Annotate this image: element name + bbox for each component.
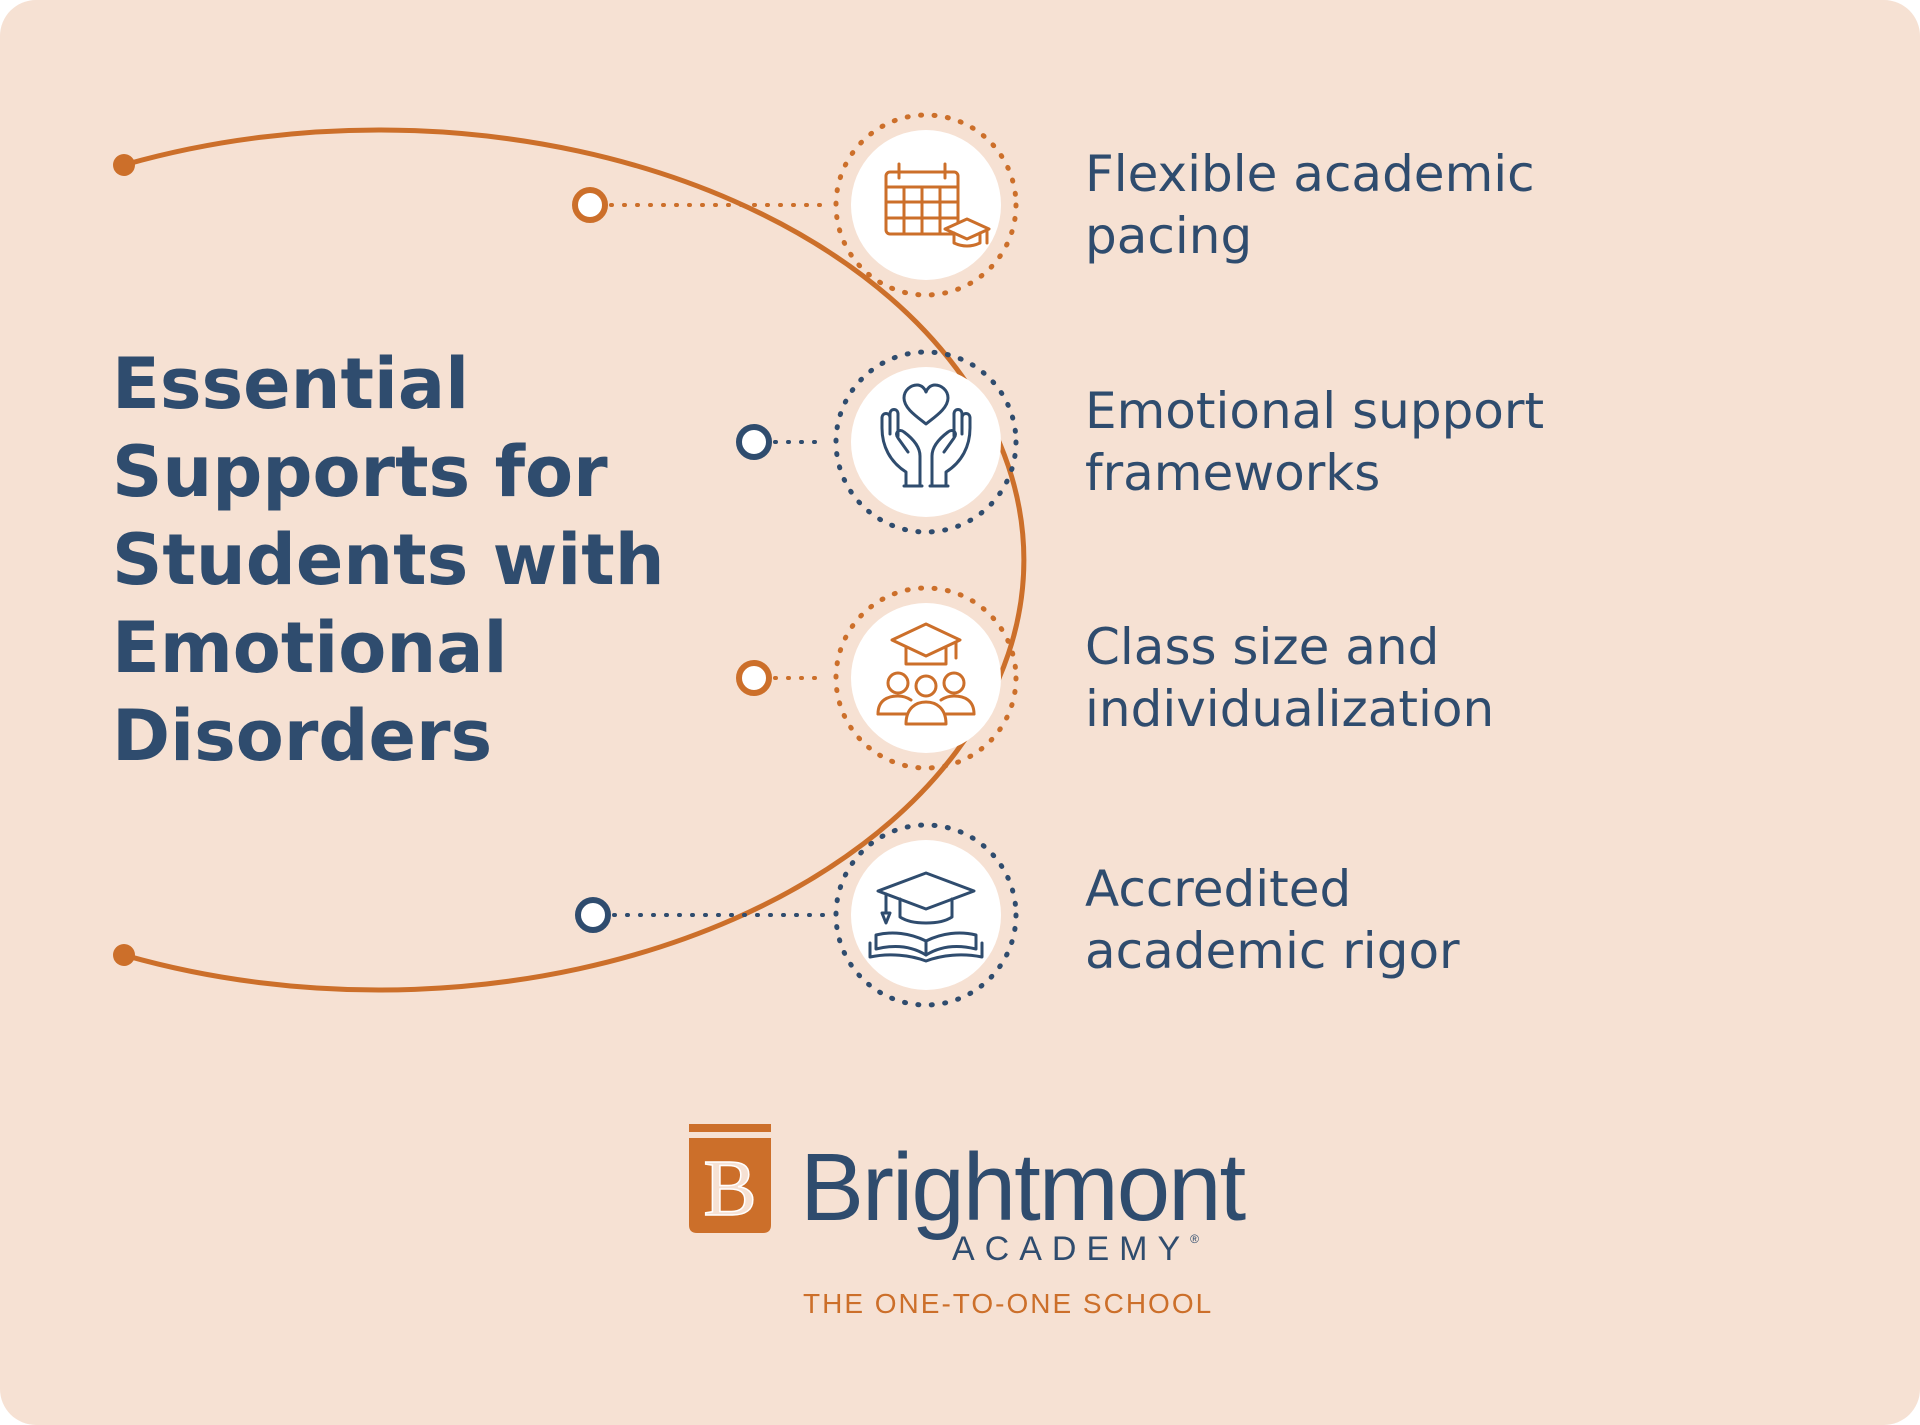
item-label-class-size: Class size and individualization (1085, 616, 1785, 740)
page-title: Essential Supports for Students with Emo… (112, 340, 712, 780)
hands-heart-icon (833, 349, 1019, 535)
title-line: Students with (112, 519, 665, 601)
cap-on-book-icon (833, 822, 1019, 1008)
brightmont-logo-mark: B (689, 1124, 771, 1234)
title-line: Supports for (112, 431, 608, 513)
item-label-line: academic rigor (1085, 922, 1460, 980)
item-label-line: individualization (1085, 680, 1495, 738)
arc-line (121, 127, 1027, 993)
logo-letter: B (703, 1145, 756, 1233)
logo-subtitle: ACADEMY® (952, 1230, 1199, 1269)
connector-1 (572, 187, 828, 223)
item-label-flexible-pacing: Flexible academic pacing (1085, 143, 1785, 267)
arc-end-dot-top (113, 154, 135, 176)
connector-2 (736, 424, 828, 460)
calendar-graduation-cap-icon (833, 112, 1019, 298)
registered-mark: ® (1190, 1232, 1199, 1246)
item-label-line: frameworks (1085, 444, 1381, 502)
item-label-accredited-rigor: Accredited academic rigor (1085, 858, 1785, 982)
title-line: Emotional (112, 607, 508, 689)
arc-end-dot-bottom (113, 944, 135, 966)
students-graduation-cap-icon (833, 585, 1019, 771)
item-label-line: Emotional support (1085, 382, 1545, 440)
item-label-emotional-support: Emotional support frameworks (1085, 380, 1785, 504)
connector-3 (736, 660, 828, 696)
item-label-line: Flexible academic (1085, 145, 1535, 203)
logo-tagline: THE ONE-TO-ONE SCHOOL (803, 1288, 1214, 1319)
title-line: Essential (112, 343, 470, 425)
title-line: Disorders (112, 695, 493, 777)
item-label-line: pacing (1085, 207, 1253, 265)
logo-subtitle-text: ACADEMY (952, 1230, 1191, 1268)
logo-wordmark: Brightmont (800, 1134, 1246, 1241)
item-label-line: Accredited (1085, 860, 1352, 918)
item-label-line: Class size and (1085, 618, 1440, 676)
connector-4 (575, 897, 828, 933)
